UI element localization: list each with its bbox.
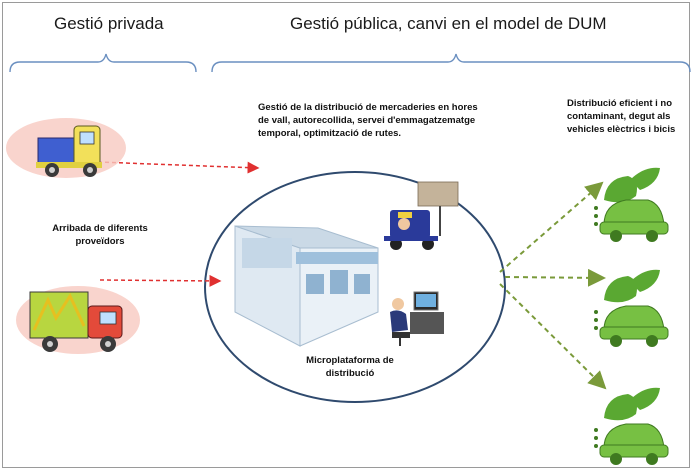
delivery-truck-icon [6, 118, 126, 178]
text-line: vehicles elèctrics i bicis [567, 124, 676, 135]
suppliers-arrival-text: Arribada de diferents proveïdors [20, 222, 180, 248]
microplatform-label: Microplataforma de distribució [280, 354, 420, 380]
efficient-distribution-text: Distribució eficient i no contaminant, d… [567, 97, 692, 136]
text-line: Gestió de la distribució de mercaderies … [258, 102, 478, 113]
eco-electric-car-icon [594, 167, 669, 242]
header-private-management: Gestió privada [54, 14, 164, 33]
computer-worker-icon [390, 291, 444, 346]
text-line: de vall, autorecollida, servei d'emmagat… [258, 115, 476, 126]
header-public-management: Gestió pública, canvi en el model de DUM [290, 14, 607, 33]
text-line: proveïdors [75, 236, 125, 247]
eco-electric-car-icon [594, 387, 669, 465]
arrow-car-bottom [499, 283, 607, 390]
text-line: Arribada de diferents [52, 223, 148, 234]
text-line: Distribució eficient i no [567, 98, 673, 109]
public-management-text: Gestió de la distribució de mercaderies … [258, 101, 558, 140]
arrow-truck-top [97, 161, 260, 174]
text-line: temporal, optimització de rutes. [258, 128, 402, 139]
forklift-icon [384, 181, 459, 250]
diagram-frame [2, 2, 690, 468]
arrow-truck-bottom [99, 274, 222, 287]
arrow-car-middle [504, 268, 606, 287]
text-line: contaminant, degut als [567, 111, 671, 122]
eco-electric-car-icon [594, 269, 669, 347]
delivery-truck-icon [16, 286, 140, 354]
brace-private [9, 53, 197, 73]
warehouse-building-icon [234, 225, 379, 347]
arrow-car-top [499, 181, 604, 273]
text-line: distribució [325, 368, 375, 379]
brace-public [211, 53, 691, 73]
text-line: Microplataforma de [306, 355, 394, 366]
